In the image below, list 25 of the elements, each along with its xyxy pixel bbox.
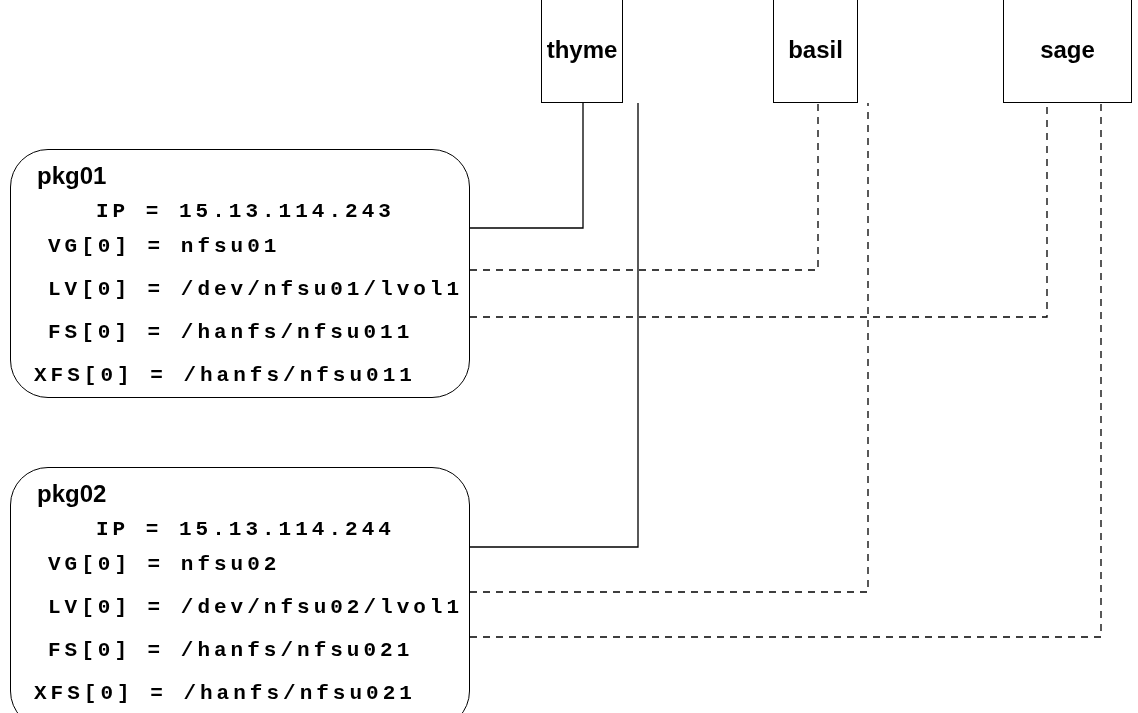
connector-line (469, 102, 869, 593)
property-line: VG[0] = nfsu02 (48, 553, 281, 576)
server-box (773, 0, 858, 103)
server-box (1003, 0, 1132, 103)
server-name: basil (788, 36, 843, 64)
connector-line (469, 102, 1102, 638)
package-box (10, 149, 470, 398)
server-box (541, 0, 623, 103)
property-line: LV[0] = /dev/nfsu02/lvol1 (48, 596, 464, 619)
property-line: LV[0] = /dev/nfsu01/lvol1 (48, 278, 464, 301)
package-box (10, 467, 470, 713)
connector-line (469, 102, 819, 271)
property-line: XFS[0] = /hanfs/nfsu021 (34, 682, 416, 705)
property-line: FS[0] = /hanfs/nfsu021 (48, 639, 414, 662)
package-name: pkg02 (37, 480, 107, 508)
property-line: IP = 15.13.114.244 (96, 518, 395, 541)
property-line: FS[0] = /hanfs/nfsu011 (48, 321, 414, 344)
property-line: XFS[0] = /hanfs/nfsu011 (34, 364, 416, 387)
property-line: IP = 15.13.114.243 (96, 200, 395, 223)
connector-line (469, 102, 639, 548)
package-name: pkg01 (37, 162, 107, 190)
connector-line (469, 102, 584, 229)
property-line: VG[0] = nfsu01 (48, 235, 281, 258)
server-name: thyme (546, 36, 618, 64)
server-name: sage (1040, 36, 1095, 64)
